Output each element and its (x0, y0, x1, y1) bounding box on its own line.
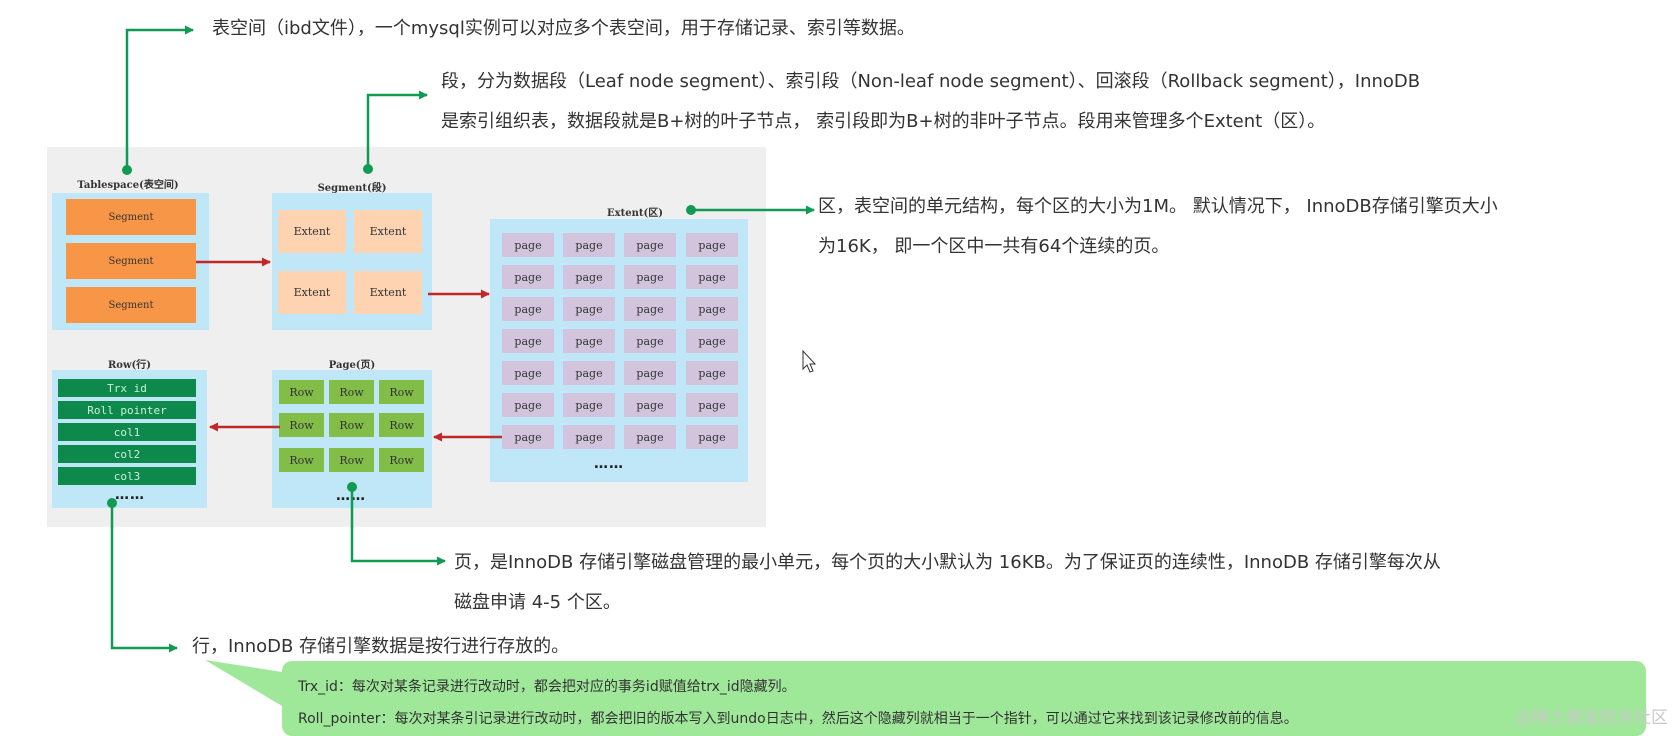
page-cell: page (563, 361, 615, 385)
page-cell: page (624, 361, 676, 385)
callout-bubble (282, 661, 1646, 736)
row-title: Row(行) (107, 360, 152, 371)
page-cell: page (686, 393, 738, 417)
page-row-cell: Row (379, 413, 424, 437)
page-dots: …… (336, 488, 366, 504)
row-field-col3: col3 (58, 467, 196, 485)
page-row-cell: Row (279, 413, 324, 437)
tablespace-title: Tablespace(表空间) (77, 180, 179, 191)
page-cell: page (563, 425, 615, 449)
page-row-cell: Row (279, 380, 324, 404)
segment-extent-4: Extent (354, 271, 422, 314)
row-field-roll-pointer: Roll pointer (58, 401, 196, 419)
dot-page (347, 482, 357, 492)
annotation-tablespace: 表空间（ibd文件），一个mysql实例可以对应多个表空间，用于存储记录、索引等… (212, 18, 915, 39)
page-cell: page (502, 297, 554, 321)
row-dots: …… (115, 487, 145, 503)
extent-title: Extent(区) (607, 208, 663, 219)
page-cell: page (502, 361, 554, 385)
page-cell: page (686, 361, 738, 385)
annotation-segment-line1: 段，分为数据段（Leaf node segment）、索引段（Non-leaf … (441, 71, 1421, 92)
mouse-cursor-icon (802, 349, 817, 373)
page-row-cell: Row (329, 380, 374, 404)
page-cell: page (563, 265, 615, 289)
annotation-extent-line1: 区，表空间的单元结构，每个区的大小为1M。 默认情况下， InnoDB存储引擎页… (818, 196, 1498, 217)
dot-extent (686, 205, 696, 215)
page-cell: page (624, 329, 676, 353)
page-cell: page (563, 297, 615, 321)
dot-segment (363, 164, 373, 174)
page-row-cell: Row (379, 380, 424, 404)
page-cell: page (624, 297, 676, 321)
connector-row (110, 503, 178, 653)
dot-row (107, 498, 117, 508)
page-row-cell: Row (329, 448, 374, 472)
connector-page (350, 487, 446, 566)
page-cell: page (563, 233, 615, 257)
annotation-extent-line2: 为16K， 即一个区中一共有64个连续的页。 (818, 236, 1170, 257)
page-cell: page (624, 265, 676, 289)
connector-tablespace (125, 25, 194, 170)
segment-extent-1: Extent (278, 210, 346, 253)
page-row-cell: Row (279, 448, 324, 472)
tablespace-segment-1: Segment (66, 199, 196, 235)
page-cell: page (563, 329, 615, 353)
connector-segment (366, 90, 428, 169)
dot-tablespace (122, 165, 132, 175)
page-cell: page (686, 425, 738, 449)
tablespace-segment-3: Segment (66, 287, 196, 323)
tablespace-segment-2: Segment (66, 243, 196, 279)
page-row-cell: Row (329, 413, 374, 437)
annotation-segment-line2: 是索引组织表，数据段就是B+树的叶子节点， 索引段即为B+树的非叶子节点。段用来… (441, 111, 1326, 132)
page-cell: page (502, 329, 554, 353)
page-cell: page (686, 297, 738, 321)
page-cell: page (686, 329, 738, 353)
segment-title: Segment(段) (317, 183, 387, 194)
page-cell: page (624, 393, 676, 417)
page-cell: page (502, 265, 554, 289)
callout-roll-pointer: Roll_pointer：每次对某条引记录进行改动时，都会把旧的版本写入到und… (298, 711, 1298, 727)
page-cell: page (563, 393, 615, 417)
segment-extent-2: Extent (354, 210, 422, 253)
page-title: Page(页) (328, 360, 376, 371)
extent-dots: …… (594, 456, 624, 472)
page-cell: page (686, 265, 738, 289)
page-cell: page (502, 393, 554, 417)
page-cell: page (686, 233, 738, 257)
callout-tail (205, 660, 282, 706)
row-field-col1: col1 (58, 423, 196, 441)
watermark: @稀土掘金技术社区 (1515, 708, 1668, 728)
segment-extent-3: Extent (278, 271, 346, 314)
page-cell: page (624, 425, 676, 449)
annotation-row: 行，InnoDB 存储引擎数据是按行进行存放的。 (192, 636, 570, 657)
page-row-cell: Row (379, 448, 424, 472)
page-cell: page (502, 233, 554, 257)
row-field-trx-id: Trx id (58, 379, 196, 397)
callout-trx-id: Trx_id：每次对某条记录进行改动时，都会把对应的事务id赋值给trx_id隐… (298, 679, 796, 695)
annotation-page-line1: 页，是InnoDB 存储引擎磁盘管理的最小单元，每个页的大小默认为 16KB。为… (454, 552, 1441, 573)
annotation-page-line2: 磁盘申请 4-5 个区。 (454, 592, 621, 613)
page-cell: page (502, 425, 554, 449)
page-cell: page (624, 233, 676, 257)
row-field-col2: col2 (58, 445, 196, 463)
